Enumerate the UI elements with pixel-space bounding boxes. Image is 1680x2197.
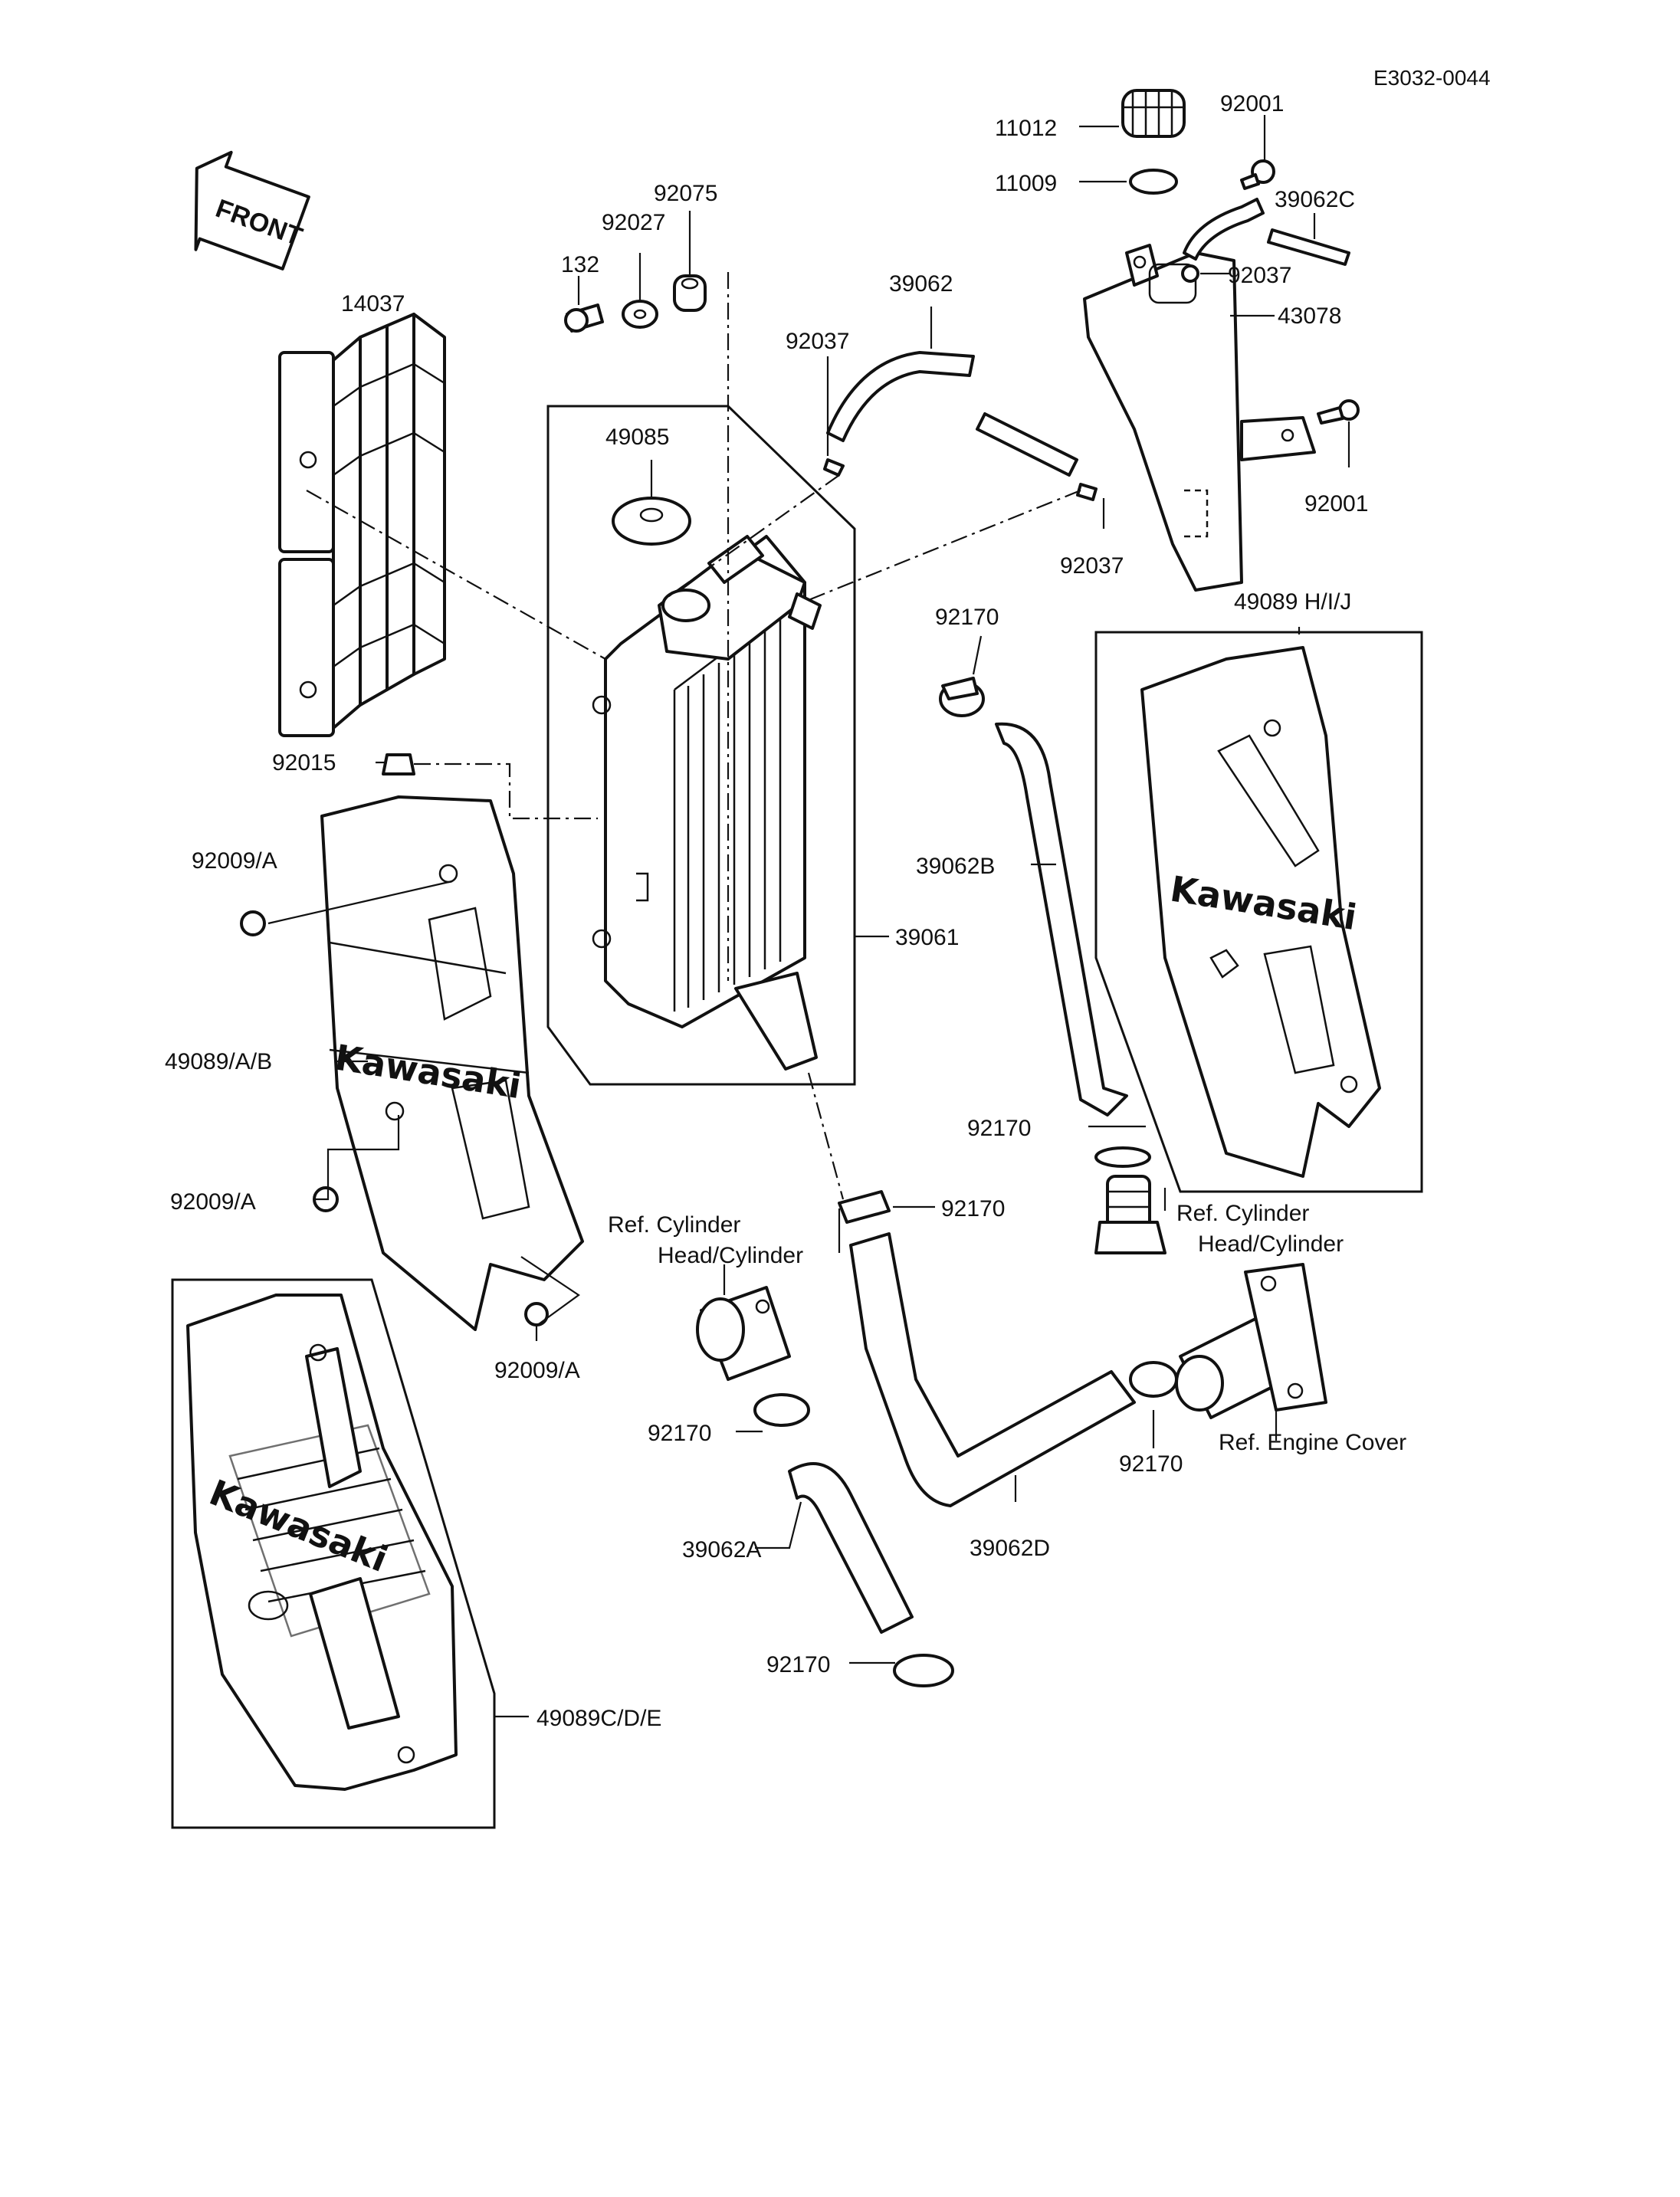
tank-to-tube-hose: [1183, 198, 1265, 261]
label-ref-cyl-right-2: Head/Cylinder: [1198, 1231, 1344, 1257]
overflow-tube: [1267, 228, 1350, 266]
bolt-132-icon: [564, 303, 604, 333]
clamp-top-left-icon: [823, 458, 845, 477]
hose-clamp-a-bottom-icon: [893, 1654, 954, 1687]
label-cap: 11012: [995, 116, 1057, 141]
label-grommet-92075: 92075: [654, 181, 717, 206]
screw-a3-icon: [524, 1302, 549, 1326]
label-cap-gasket: 11009: [995, 171, 1057, 196]
bolt-top-icon: [1240, 159, 1275, 190]
lower-shroud-box-outline: [171, 1278, 496, 1829]
upper-hose: [826, 351, 1078, 477]
hose-clamp-b-icon: [1094, 1146, 1151, 1168]
label-hose-clamp-upper: 92170: [935, 605, 999, 630]
hose-clamp-mid-icon: [838, 1190, 891, 1224]
label-hose-a: 39062A: [682, 1537, 761, 1562]
grommet-92075-icon: [673, 274, 707, 312]
label-hose-clamp-a-top: 92170: [648, 1421, 711, 1446]
label-ref-engine-cover: Ref. Engine Cover: [1219, 1430, 1406, 1455]
hose-d: [849, 1232, 1136, 1507]
label-hose-b: 39062B: [916, 854, 995, 879]
hose-clamp-a-top-icon: [753, 1393, 810, 1427]
label-clamp-tank: 92037: [1228, 263, 1291, 288]
clamp-top-right-icon: [1076, 483, 1098, 501]
radiator-cap: [612, 497, 691, 546]
label-overflow-tube: 39062C: [1275, 187, 1355, 212]
hose-clamp-upper-icon: [939, 677, 985, 717]
label-shroud-left: 49089/A/B: [165, 1049, 272, 1074]
label-bolt-top: 92001: [1220, 91, 1284, 116]
washer-92027-icon: [622, 300, 658, 329]
label-hose-d: 39062D: [970, 1536, 1050, 1561]
label-bolt-side: 92001: [1304, 491, 1368, 516]
ref-cylinder-left-part: [696, 1286, 791, 1381]
label-grille: 14037: [341, 291, 405, 316]
label-hose-clamp-a-bottom: 92170: [766, 1652, 830, 1677]
part-labels: 11012 11009 92001 39062C 92037 43078 920…: [165, 91, 1406, 1731]
clamp-tank-icon: [1181, 264, 1199, 283]
ref-engine-cover-part: [1175, 1263, 1327, 1419]
lower-shroud: Kawasaki: [186, 1294, 458, 1791]
label-ref-cyl-left-2: Head/Cylinder: [658, 1243, 803, 1268]
label-radiator-cap: 49085: [605, 425, 669, 450]
label-clamp-top-left: 92037: [786, 329, 849, 354]
label-nut-92015: 92015: [272, 750, 336, 776]
screw-a1-icon: [240, 910, 266, 936]
label-reserve-tank: 43078: [1278, 303, 1341, 329]
label-ref-cyl-right-1: Ref. Cylinder: [1176, 1201, 1309, 1226]
radiator: [592, 535, 822, 1071]
diagram-code: E3032-0044: [1373, 66, 1491, 90]
label-screw-a1: 92009/A: [192, 848, 277, 874]
bolt-side-icon: [1317, 399, 1360, 425]
radiator-grille: [278, 313, 446, 737]
hose-clamp-d-icon: [1129, 1361, 1178, 1398]
ref-cylinder-right-part: [1094, 1175, 1166, 1254]
right-shroud-box-outline: [1094, 631, 1423, 1193]
label-hose-clamp-mid: 92170: [941, 1196, 1005, 1221]
label-washer-92027: 92027: [602, 210, 665, 235]
label-bolt-132: 132: [561, 252, 599, 277]
label-shroud-lower: 49089C/D/E: [536, 1706, 661, 1731]
label-radiator: 39061: [895, 925, 959, 950]
label-clamp-top-right: 92037: [1060, 553, 1124, 579]
cap-gasket: [1129, 169, 1178, 195]
label-ref-cyl-left-1: Ref. Cylinder: [608, 1212, 740, 1238]
front-arrow: FRONT: [194, 150, 310, 271]
hose-a: [788, 1462, 914, 1634]
label-hose-clamp-b: 92170: [967, 1116, 1031, 1141]
reserve-tank-cap: [1121, 89, 1186, 138]
label-hose-top: 39062: [889, 271, 953, 297]
label-hose-clamp-d: 92170: [1119, 1451, 1183, 1477]
reserve-tank: [1083, 244, 1316, 592]
left-shroud: Kawasaki: [320, 795, 584, 1331]
label-screw-a2: 92009/A: [170, 1189, 256, 1215]
label-shroud-right: 49089 H/I/J: [1234, 589, 1351, 615]
hose-b: [995, 722, 1128, 1117]
right-shroud: Kawasaki: [1140, 646, 1381, 1178]
nut-92015-icon: [382, 753, 415, 776]
label-screw-a3: 92009/A: [494, 1358, 580, 1383]
leader-lines: [267, 115, 1350, 1718]
